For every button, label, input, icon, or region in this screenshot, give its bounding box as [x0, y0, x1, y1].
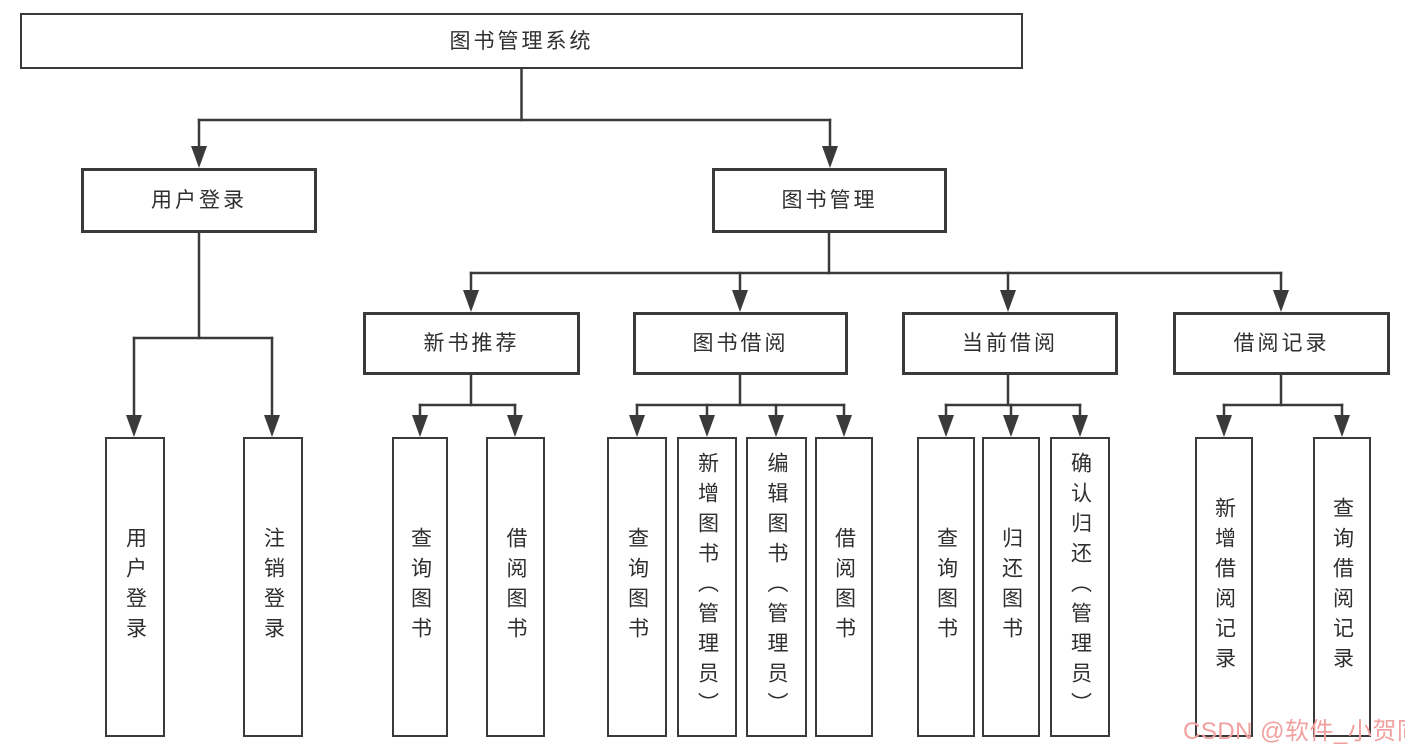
node-new-book-recommend: 新书推荐 [363, 312, 580, 375]
leaf-return-books: 归还图书 [982, 437, 1040, 737]
node-book-management-system: 图书管理系统 [20, 13, 1023, 69]
connector-new-book-recommend [412, 373, 523, 437]
watermark: CSDN @软件_小贺同学 [1183, 718, 1405, 745]
leaf-borrow-books-recommend: 借阅图书 [486, 437, 545, 737]
leaf-confirm-return-admin: 确认归还（管理员） [1050, 437, 1110, 737]
node-book-management: 图书管理 [712, 168, 947, 233]
leaf-logout-login: 注销登录 [243, 437, 303, 737]
leaf-edit-books-admin: 编辑图书（管理员） [746, 437, 807, 737]
connector-book-management [463, 231, 1289, 312]
connector-user-login [126, 231, 280, 437]
leaf-borrow-books-borrowing: 借阅图书 [815, 437, 873, 737]
node-user-login: 用户登录 [81, 168, 317, 233]
leaf-query-books-recommend: 查询图书 [392, 437, 448, 737]
leaf-query-books-current: 查询图书 [917, 437, 975, 737]
node-current-borrowing: 当前借阅 [902, 312, 1118, 375]
leaf-query-books-borrowing: 查询图书 [607, 437, 667, 737]
connector-root [191, 67, 838, 168]
leaf-query-borrow-record: 查询借阅记录 [1313, 437, 1371, 737]
connector-book-borrowing [629, 373, 852, 437]
node-book-borrowing: 图书借阅 [633, 312, 848, 375]
node-borrowing-records: 借阅记录 [1173, 312, 1390, 375]
connector-borrowing-records [1216, 373, 1350, 437]
leaf-add-books-admin: 新增图书（管理员） [677, 437, 737, 737]
leaf-user-login: 用户登录 [105, 437, 165, 737]
connector-current-borrowing [938, 373, 1088, 437]
leaf-add-borrow-record: 新增借阅记录 [1195, 437, 1253, 737]
